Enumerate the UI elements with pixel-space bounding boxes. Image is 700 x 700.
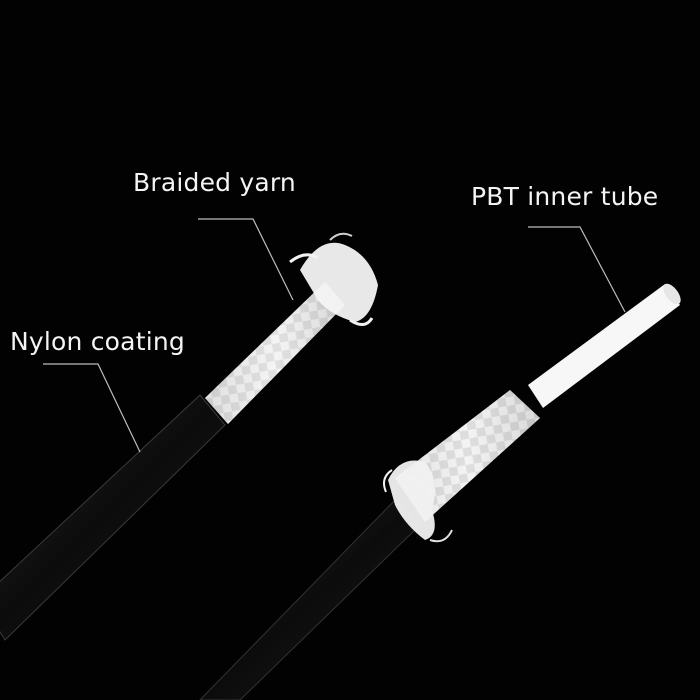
- nylon-coating-right: [199, 499, 421, 700]
- nylon-coating-left: [0, 394, 226, 641]
- leader-lines: [43, 218, 626, 453]
- label-braided-yarn: Braided yarn: [133, 168, 296, 197]
- frayed-yarn-end-left: [289, 232, 378, 326]
- leader-pbt-tube: [528, 226, 626, 313]
- label-pbt-inner-tube: PBT inner tube: [471, 182, 659, 211]
- frayed-yarn-end-right: [383, 460, 453, 543]
- pbt-inner-tube: [528, 284, 680, 408]
- right-cable: [199, 283, 681, 700]
- label-nylon-coating: Nylon coating: [10, 327, 185, 356]
- leader-braided-yarn: [198, 218, 294, 301]
- leader-nylon-coating: [43, 363, 141, 453]
- left-cable: [0, 232, 378, 641]
